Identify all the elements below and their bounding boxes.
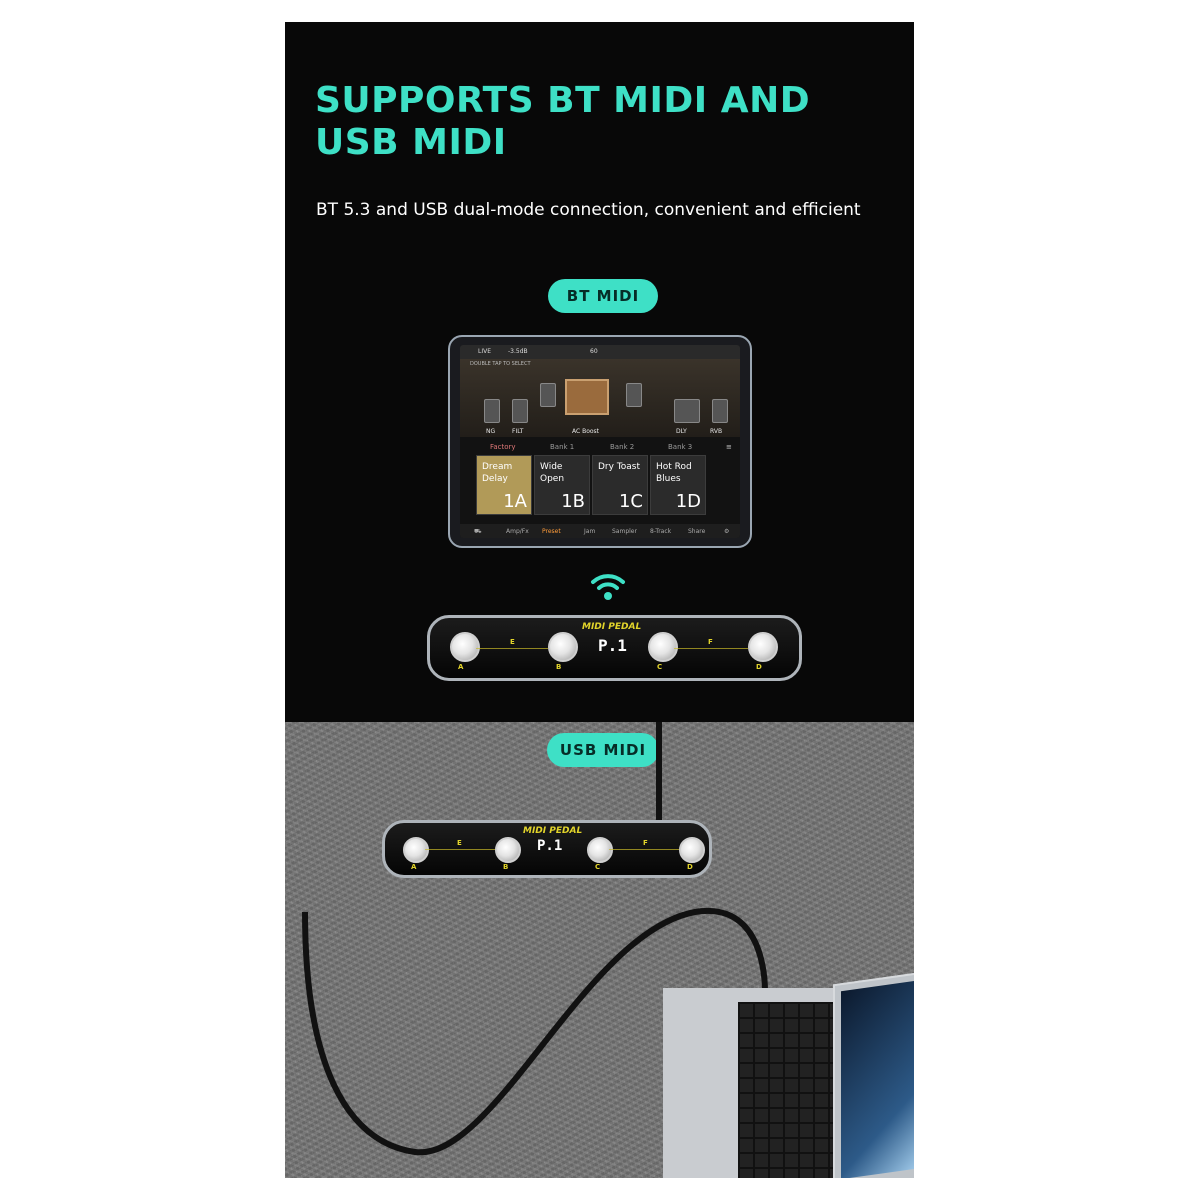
- bank-tab[interactable]: Bank 2: [610, 443, 635, 451]
- switch-letter: B: [503, 863, 509, 871]
- footswitch-c[interactable]: [648, 632, 678, 662]
- headline: SUPPORTS BT MIDI AND USB MIDI: [315, 80, 811, 164]
- wireless-icon: [591, 574, 625, 600]
- fx-chain: DOUBLE TAP TO SELECT NG FILT AC Boost DL…: [460, 359, 740, 437]
- brand-label: MIDI PEDAL: [582, 622, 642, 632]
- tab-8-track[interactable]: 8-Track: [650, 528, 672, 535]
- menu-icon[interactable]: ≡: [726, 443, 732, 451]
- preset-number: 1A: [503, 491, 527, 512]
- bank-tab[interactable]: Bank 1: [550, 443, 575, 451]
- laptop-lid: [833, 971, 914, 1178]
- preset-tile[interactable]: Dream Delay 1A: [476, 455, 532, 515]
- divider: [425, 849, 495, 850]
- preset-name: Dry Toast: [598, 462, 641, 472]
- amp-icon[interactable]: [565, 379, 609, 415]
- laptop-base: [663, 988, 837, 1178]
- switch-letter: C: [657, 663, 663, 671]
- footswitch-a[interactable]: [403, 837, 429, 863]
- product-panel: SUPPORTS BT MIDI AND USB MIDI BT 5.3 and…: [285, 22, 914, 1178]
- fx-label: AC Boost: [572, 428, 600, 435]
- bank-tabs: Factory Bank 1 Bank 2 Bank 3 ≡: [460, 441, 740, 453]
- preset-tile[interactable]: Wide Open 1B: [534, 455, 590, 515]
- fx-stomp-pedal[interactable]: [540, 383, 556, 407]
- preset-tile[interactable]: Dry Toast 1C: [592, 455, 648, 515]
- switch-letter: D: [687, 863, 693, 871]
- app-topbar: LIVE -3.5dB 60: [460, 345, 740, 359]
- settings-icon[interactable]: ⚙: [724, 528, 730, 535]
- switch-letter: C: [595, 863, 601, 871]
- switch-letter: E: [510, 638, 515, 646]
- footswitch-d[interactable]: [679, 837, 705, 863]
- tempo-value: 60: [590, 348, 598, 355]
- tab-preset[interactable]: Preset: [542, 528, 561, 535]
- preset-name: Wide Open: [540, 462, 565, 484]
- footswitch-a[interactable]: [450, 632, 480, 662]
- cart-icon[interactable]: ⛟: [474, 528, 482, 535]
- footswitch-b[interactable]: [548, 632, 578, 662]
- gain-value: -3.5dB: [508, 348, 528, 355]
- fx-mod-pedal[interactable]: [626, 383, 642, 407]
- bottom-tabs: ⛟ Amp/Fx Preset Jam Sampler 8-Track Shar…: [460, 524, 740, 538]
- preset-number: 1D: [675, 491, 701, 512]
- divider: [609, 849, 679, 850]
- preset-grid: Dream Delay 1A Wide Open 1B Dry Toast 1C…: [476, 455, 708, 515]
- brand-label: MIDI PEDAL: [523, 826, 583, 836]
- midi-pedal-bt: MIDI PEDAL P.1 A B C D E F: [427, 615, 802, 681]
- preset-tile[interactable]: Hot Rod Blues 1D: [650, 455, 706, 515]
- fx-filt-pedal[interactable]: [512, 399, 528, 423]
- fx-label: FILT: [512, 428, 524, 435]
- fx-label: RVB: [710, 428, 723, 435]
- laptop-screen: [841, 980, 914, 1178]
- switch-letter: A: [411, 863, 417, 871]
- divider: [674, 648, 748, 649]
- fx-label: NG: [486, 428, 496, 435]
- fx-rvb-pedal[interactable]: [712, 399, 728, 423]
- live-label: LIVE: [478, 348, 492, 355]
- midi-pedal-usb: MIDI PEDAL P.1 A B C D E F: [382, 820, 712, 878]
- tap-hint: DOUBLE TAP TO SELECT: [470, 361, 531, 367]
- footswitch-d[interactable]: [748, 632, 778, 662]
- footswitch-b[interactable]: [495, 837, 521, 863]
- switch-letter: F: [643, 839, 648, 847]
- pedal-display: P.1: [598, 636, 627, 655]
- switch-letter: A: [458, 663, 464, 671]
- switch-letter: D: [756, 663, 762, 671]
- usb-cable: [302, 722, 768, 1156]
- tab-jam[interactable]: Jam: [584, 528, 596, 535]
- carpet-background: [285, 722, 914, 1178]
- switch-letter: B: [556, 663, 562, 671]
- bt-midi-badge: BT MIDI: [548, 279, 658, 313]
- subtitle: BT 5.3 and USB dual-mode connection, con…: [316, 200, 861, 220]
- preset-name: Hot Rod Blues: [656, 462, 692, 484]
- pedal-display: P.1: [537, 838, 563, 854]
- divider: [476, 648, 548, 649]
- switch-letter: F: [708, 638, 713, 646]
- bank-tab[interactable]: Bank 3: [668, 443, 693, 451]
- preset-name: Dream Delay: [482, 462, 513, 484]
- fx-dly-pedal[interactable]: [674, 399, 700, 423]
- tablet: LIVE -3.5dB 60 DOUBLE TAP TO SELECT NG F…: [448, 335, 752, 548]
- laptop-keyboard: [738, 1002, 834, 1178]
- tablet-screen: LIVE -3.5dB 60 DOUBLE TAP TO SELECT NG F…: [460, 345, 740, 538]
- preset-number: 1C: [618, 491, 643, 512]
- switch-letter: E: [457, 839, 462, 847]
- tab-sampler[interactable]: Sampler: [612, 528, 637, 535]
- fx-ng-pedal[interactable]: [484, 399, 500, 423]
- footswitch-c[interactable]: [587, 837, 613, 863]
- fx-label: DLY: [676, 428, 687, 435]
- tab-amp-fx[interactable]: Amp/Fx: [506, 528, 529, 535]
- bank-tab[interactable]: Factory: [490, 443, 516, 451]
- usb-midi-badge: USB MIDI: [547, 733, 659, 767]
- tab-share[interactable]: Share: [688, 528, 706, 535]
- preset-number: 1B: [561, 491, 585, 512]
